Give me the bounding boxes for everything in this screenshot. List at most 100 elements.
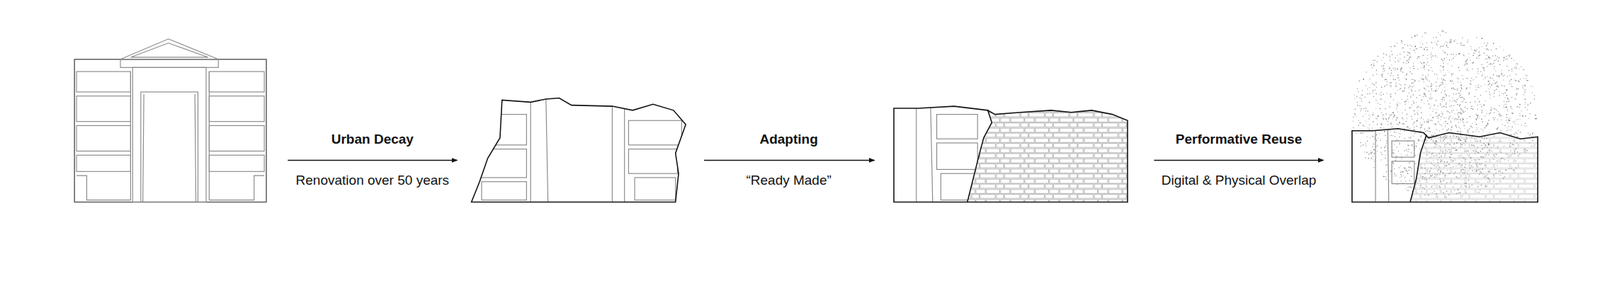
stipple-dot	[1402, 90, 1404, 93]
stipple-dot	[1430, 54, 1433, 56]
stipple-dot	[1421, 36, 1423, 38]
stipple-dot	[1480, 85, 1482, 88]
stipple-dot	[1413, 128, 1416, 131]
stipple-dot	[1363, 126, 1365, 128]
stipple-dot	[1400, 180, 1402, 183]
stipple-dot	[1453, 104, 1455, 107]
stipple-dot	[1386, 147, 1388, 149]
stipple-dot	[1484, 84, 1486, 86]
stipple-dot	[1491, 84, 1494, 87]
stipple-dot	[1419, 46, 1421, 49]
stipple-dot	[1411, 86, 1414, 88]
stipple-dot	[1372, 63, 1375, 65]
stipple-dot	[1494, 117, 1496, 119]
stipple-dot	[1357, 101, 1359, 104]
stipple-dot	[1420, 122, 1422, 124]
stipple-dot	[1364, 143, 1367, 146]
stipple-dot	[1373, 96, 1375, 98]
stipple-dot	[1466, 77, 1468, 80]
stipple-dot	[1507, 129, 1509, 132]
stipple-dot	[1497, 84, 1499, 87]
stipple-dot	[1502, 104, 1505, 107]
stipple-dot	[1357, 104, 1359, 107]
stipple-dot	[1430, 66, 1433, 68]
stipple-dot	[1409, 94, 1411, 97]
stipple-dot	[1408, 136, 1410, 139]
facade-adapted	[893, 106, 1128, 202]
stipple-dot	[1478, 117, 1481, 119]
stipple-dot	[1383, 131, 1386, 133]
stipple-dot	[1366, 135, 1368, 138]
stipple-dot	[1495, 82, 1497, 85]
stipple-dot	[1482, 129, 1484, 132]
stipple-dot	[1390, 86, 1392, 88]
stipple-dot	[1409, 53, 1411, 55]
stipple-dot	[1426, 77, 1428, 79]
stipple-dot	[1374, 89, 1377, 91]
stipple-dot	[1427, 65, 1430, 67]
stipple-dot	[1399, 53, 1401, 56]
stipple-dot	[1534, 114, 1537, 117]
stipple-dot	[1469, 116, 1472, 118]
stipple-dot	[1522, 116, 1524, 118]
stipple-dot	[1440, 46, 1443, 48]
stipple-dot	[1416, 34, 1418, 37]
stipple-dot	[1440, 92, 1443, 94]
stipple-dot	[1401, 91, 1404, 93]
stipple-dot	[1377, 116, 1380, 118]
stipple-dot	[1532, 86, 1534, 88]
stipple-dot	[1459, 95, 1461, 98]
stipple-dot	[1515, 98, 1517, 100]
stipple-dot	[1427, 74, 1430, 76]
stipple-dot	[1405, 109, 1407, 112]
stipple-dot	[1414, 52, 1416, 54]
stipple-dot	[1395, 83, 1397, 85]
stipple-dot	[1507, 119, 1510, 122]
stipple-dot	[1403, 171, 1405, 173]
stipple-dot	[1442, 114, 1444, 117]
stipple-dot	[1446, 46, 1448, 48]
stipple-dot	[1437, 105, 1439, 107]
stipple-dot	[1508, 126, 1511, 128]
stipple-dot	[1524, 103, 1526, 105]
stipple-dot	[1398, 80, 1400, 82]
stipple-dot	[1450, 121, 1452, 124]
stipple-dot	[1446, 110, 1448, 112]
stipple-dot	[1529, 102, 1532, 105]
stipple-dot	[1420, 41, 1422, 44]
stipple-dot	[1475, 113, 1477, 115]
stipple-dot	[1486, 65, 1489, 68]
stipple-dot	[1396, 108, 1398, 110]
stipple-dot	[1406, 113, 1409, 115]
stipple-dot	[1423, 48, 1426, 51]
stipple-dot	[1407, 186, 1409, 189]
stipple-dot	[1359, 97, 1361, 99]
stipple-dot	[1387, 123, 1389, 126]
stipple-dot	[1517, 80, 1520, 83]
stipple-dot	[1502, 93, 1505, 95]
stipple-dot	[1451, 59, 1453, 61]
stipple-dot	[1488, 84, 1490, 86]
stipple-dot	[1444, 80, 1446, 82]
stipple-dot	[1410, 82, 1413, 85]
stipple-dot	[1390, 115, 1392, 117]
stipple-dot	[1461, 87, 1463, 89]
stipple-dot	[1490, 109, 1492, 111]
stipple-dot	[1393, 131, 1396, 134]
stipple-dot	[1418, 80, 1421, 83]
stipple-dot	[1519, 104, 1522, 106]
stipple-dot	[1394, 92, 1397, 95]
stipple-dot	[1525, 89, 1528, 91]
stipple-dot	[1398, 123, 1400, 126]
stipple-dot	[1389, 82, 1392, 84]
stipple-dot	[1386, 92, 1388, 95]
stipple-dot	[1473, 49, 1476, 51]
stipple-dot	[1444, 52, 1447, 54]
stipple-dot	[1403, 150, 1406, 152]
stipple-dot	[1442, 82, 1444, 84]
stipple-dot	[1384, 157, 1387, 160]
stipple-dot	[1455, 118, 1457, 120]
stipple-dot	[1389, 60, 1392, 62]
stipple-dot	[1371, 127, 1374, 129]
stipple-dot	[1417, 110, 1420, 112]
